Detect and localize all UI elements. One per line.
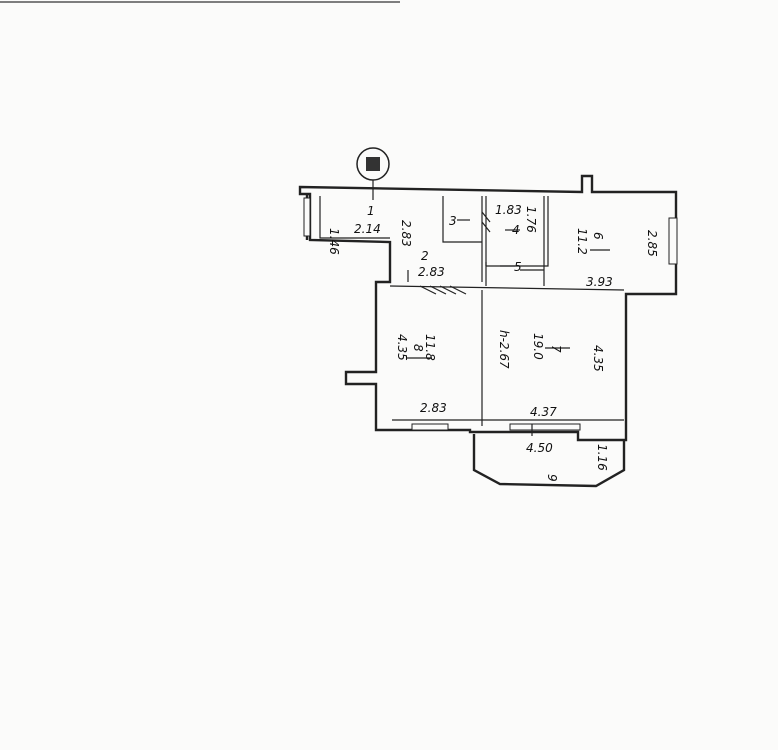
room-8-number: 8 xyxy=(411,344,425,352)
room-8-area: 11.8 xyxy=(423,334,437,361)
room-1-number: 1 xyxy=(367,204,375,218)
room-4-number: 4 xyxy=(512,223,520,237)
room-7-height: h-2.67 xyxy=(497,330,511,369)
windows xyxy=(303,197,678,431)
room-7-dim-b: 4.37 xyxy=(530,405,557,419)
room-8-dim-a: 4.35 xyxy=(395,334,409,361)
room-7-dim-a: 4.35 xyxy=(591,345,605,372)
room-6-dim-a: 2.85 xyxy=(645,230,659,257)
marker-fill xyxy=(366,157,380,171)
room-7-area: 19.0 xyxy=(531,333,545,360)
room-5-number: 5 xyxy=(514,260,522,274)
balcony-outline xyxy=(472,434,626,488)
room-6-area: 11.2 xyxy=(575,228,589,255)
room-4-dim-b: 1.76 xyxy=(524,206,538,233)
room-1-area: 2.14 xyxy=(354,222,381,236)
staircase-marker xyxy=(356,147,390,196)
room-6-dim-b: 3.93 xyxy=(586,275,613,289)
door-hatches xyxy=(419,211,491,295)
room-7-number: 7 xyxy=(549,345,563,353)
room-4-dim-a: 1.83 xyxy=(495,203,522,217)
room-2-dim-b: 2.83 xyxy=(418,265,445,279)
room-6-number: 6 xyxy=(591,232,605,240)
interior-walls xyxy=(319,196,625,426)
room-labels: 1 2.14 1.46 2 2.83 2.83 3 1.83 1.76 4 5 … xyxy=(327,203,659,482)
room-2-number: 2 xyxy=(421,249,429,263)
room-9-dim-b: 1.16 xyxy=(595,444,609,471)
room-9-number: 9 xyxy=(545,474,559,482)
room-8-dim-b: 2.83 xyxy=(420,401,447,415)
room-1-dim: 1.46 xyxy=(327,228,341,255)
outer-walls xyxy=(298,174,678,442)
room-9-dim-a: 4.50 xyxy=(526,441,553,455)
room-2-dim-a: 2.83 xyxy=(399,220,413,247)
dimension-ticks xyxy=(372,196,610,436)
room-3-number: 3 xyxy=(449,214,457,228)
